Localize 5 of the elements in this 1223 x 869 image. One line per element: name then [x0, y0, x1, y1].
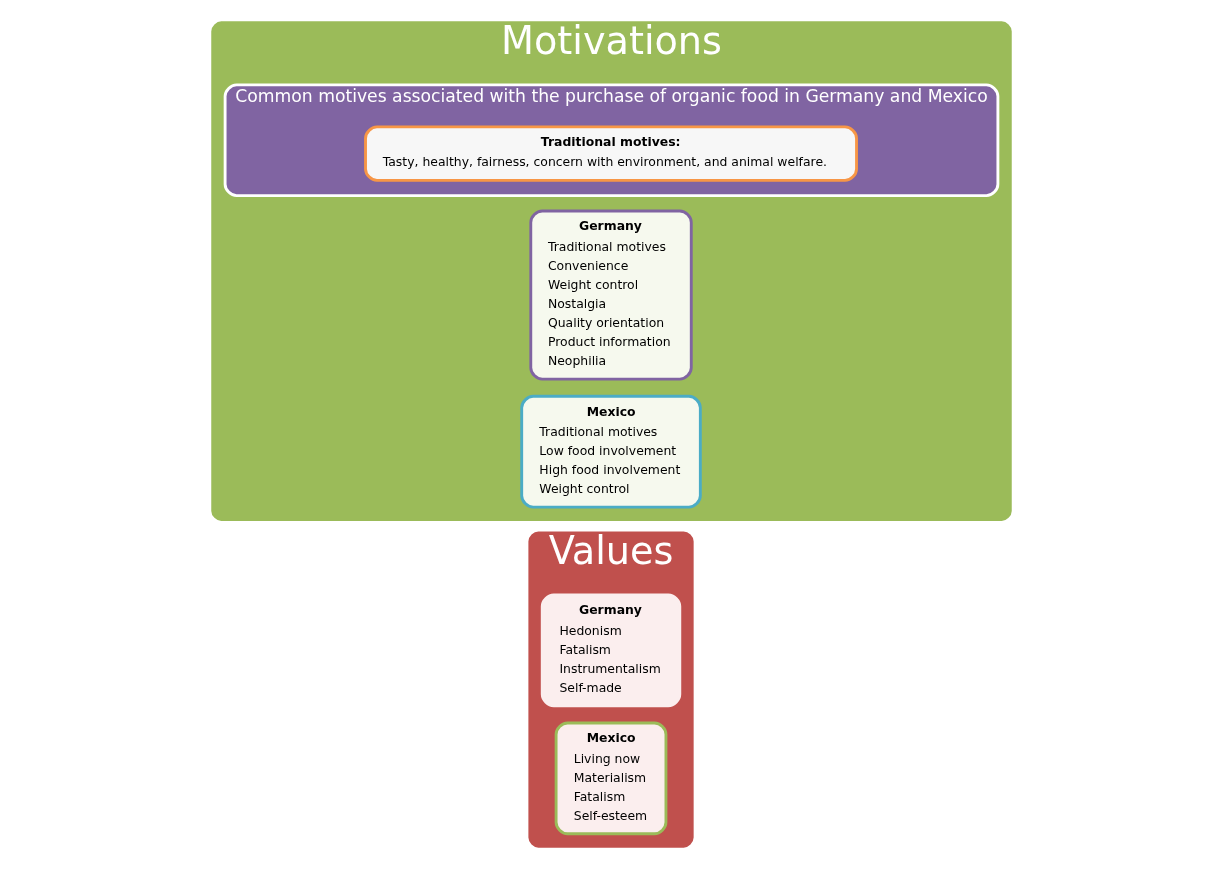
node-box: Traditional motives: Tasty, healthy, fairness, concern with environment, and animal welfare.	[364, 125, 858, 182]
node-box: Germany Hedonism Fatalism Instrumentalism Self-made	[540, 593, 682, 708]
node-box: Mexico Living now Materialism Fatalism Self-esteem	[554, 721, 668, 836]
node-box: Germany Traditional motives Convenience Weight control Nostalgia Quality orientation Product information Neophilia	[529, 209, 693, 381]
node-box: Mexico Traditional motives Low food involvement High food involvement Weight control	[520, 394, 702, 509]
